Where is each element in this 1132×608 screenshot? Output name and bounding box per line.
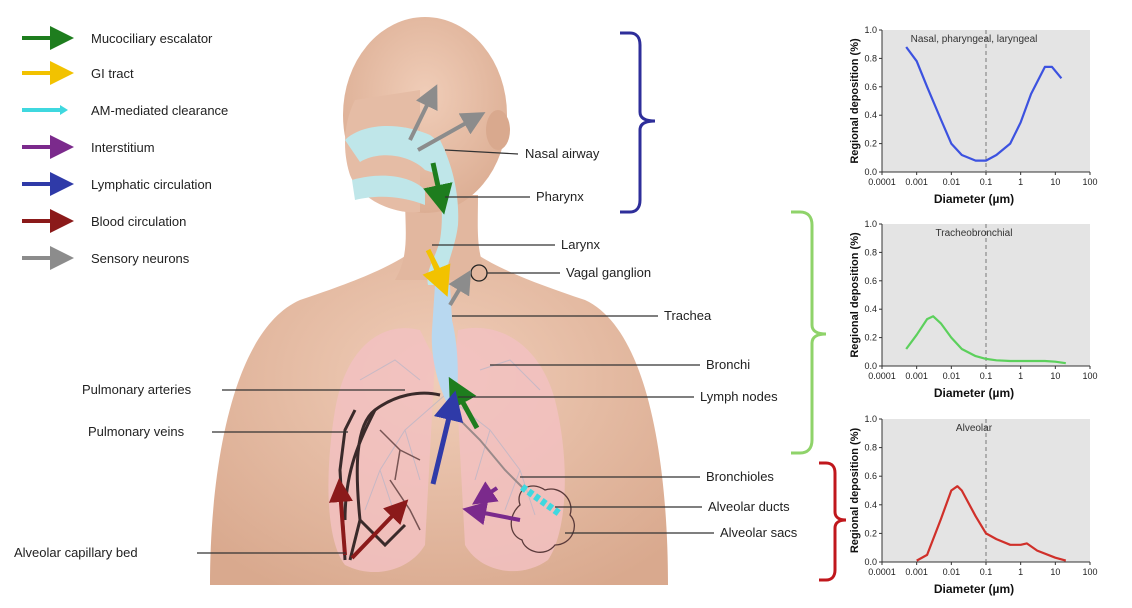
x-axis-label: Diameter (µm) xyxy=(934,582,1014,596)
x-axis-label: Diameter (µm) xyxy=(934,192,1014,206)
x-tick-label: 0.01 xyxy=(943,177,961,187)
label-nasal-airway: Nasal airway xyxy=(525,146,600,161)
x-tick-label: 10 xyxy=(1050,371,1060,381)
y-tick-label: 0.0 xyxy=(864,557,877,567)
deposition-chart-1: 0.0 0.2 0.4 0.6 0.8 1.0 0.0001 0.001 0.01 0.1 1 10 1… xyxy=(849,25,1098,206)
x-tick-label: 10 xyxy=(1050,177,1060,187)
y-tick-label: 0.4 xyxy=(864,110,877,120)
deposition-charts: 0.00.20.40.60.81.00.00010.0010.010.11101… xyxy=(849,25,1098,596)
legend-label: Blood circulation xyxy=(91,214,186,229)
y-tick-label: 0.6 xyxy=(864,471,877,481)
label-pulmonary-veins: Pulmonary veins xyxy=(88,424,185,439)
x-axis-label: Diameter (µm) xyxy=(934,386,1014,400)
x-tick-label: 1 xyxy=(1018,567,1023,577)
y-axis-label: Regional deposition (%) xyxy=(849,38,861,164)
bracket-tracheobronchial xyxy=(791,212,826,453)
x-tick-label: 0.0001 xyxy=(868,567,896,577)
y-tick-label: 0.2 xyxy=(864,139,877,149)
legend-item-lymphatic: Lymphatic circulation xyxy=(22,177,212,192)
label-bronchi: Bronchi xyxy=(706,357,750,372)
legend-label: AM-mediated clearance xyxy=(91,103,228,118)
x-tick-label: 0.0001 xyxy=(868,177,896,187)
x-tick-label: 100 xyxy=(1082,177,1097,187)
y-tick-label: 1.0 xyxy=(864,219,877,229)
y-tick-label: 0.2 xyxy=(864,528,877,538)
bracket-nasal xyxy=(620,33,655,212)
x-tick-label: 0.001 xyxy=(905,177,928,187)
y-tick-label: 1.0 xyxy=(864,414,877,424)
x-tick-label: 0.0001 xyxy=(868,371,896,381)
x-tick-label: 100 xyxy=(1082,371,1097,381)
legend-item-sensory: Sensory neurons xyxy=(22,251,190,266)
y-tick-label: 0.2 xyxy=(864,333,877,343)
x-tick-label: 100 xyxy=(1082,567,1097,577)
legend: Mucociliary escalator GI tract AM-mediat… xyxy=(22,31,228,266)
legend-label: Sensory neurons xyxy=(91,251,190,266)
human-figure xyxy=(210,17,668,585)
x-tick-label: 1 xyxy=(1018,371,1023,381)
legend-item-mucociliary: Mucociliary escalator xyxy=(22,31,213,46)
y-tick-label: 0.6 xyxy=(864,82,877,92)
y-tick-label: 1.0 xyxy=(864,25,877,35)
y-tick-label: 0.8 xyxy=(864,443,877,453)
label-larynx: Larynx xyxy=(561,237,601,252)
chart-title: Nasal, pharyngeal, laryngeal xyxy=(911,34,1038,45)
y-tick-label: 0.0 xyxy=(864,361,877,371)
deposition-chart-2: 0.0 0.2 0.4 0.6 0.8 1.0 0.0001 0.001 0.01 0.1 1 10 1… xyxy=(849,219,1098,400)
x-tick-label: 0.1 xyxy=(980,177,993,187)
x-tick-label: 0.01 xyxy=(943,567,961,577)
label-pulmonary-arteries: Pulmonary arteries xyxy=(82,382,192,397)
legend-label: GI tract xyxy=(91,66,134,81)
chart-title: Tracheobronchial xyxy=(936,228,1013,239)
label-lymph-nodes: Lymph nodes xyxy=(700,389,778,404)
deposition-chart-3: 0.0 0.2 0.4 0.6 0.8 1.0 0.0001 0.001 0.01 0.1 1 10 1… xyxy=(849,414,1098,596)
y-tick-label: 0.4 xyxy=(864,304,877,314)
label-alveolar-capillary-bed: Alveolar capillary bed xyxy=(14,545,138,560)
legend-item-blood: Blood circulation xyxy=(22,214,186,229)
legend-label: Mucociliary escalator xyxy=(91,31,213,46)
legend-label: Lymphatic circulation xyxy=(91,177,212,192)
label-alveolar-ducts: Alveolar ducts xyxy=(708,499,790,514)
y-tick-label: 0.8 xyxy=(864,53,877,63)
label-pharynx: Pharynx xyxy=(536,189,584,204)
legend-item-gi-tract: GI tract xyxy=(22,66,134,81)
x-tick-label: 0.1 xyxy=(980,371,993,381)
label-vagal-ganglion: Vagal ganglion xyxy=(566,265,651,280)
ear-shape xyxy=(486,110,510,150)
label-bronchioles: Bronchioles xyxy=(706,469,774,484)
bracket-alveolar xyxy=(819,463,846,580)
x-tick-label: 0.001 xyxy=(905,371,928,381)
x-tick-label: 0.01 xyxy=(943,371,961,381)
x-tick-label: 10 xyxy=(1050,567,1060,577)
legend-item-am-clearance: AM-mediated clearance xyxy=(22,103,228,118)
x-tick-label: 1 xyxy=(1018,177,1023,187)
y-tick-label: 0.4 xyxy=(864,500,877,510)
y-tick-label: 0.8 xyxy=(864,247,877,257)
x-tick-label: 0.001 xyxy=(905,567,928,577)
legend-label: Interstitium xyxy=(91,140,155,155)
y-axis-label: Regional deposition (%) xyxy=(849,428,861,554)
legend-item-interstitium: Interstitium xyxy=(22,140,155,155)
chart-title: Alveolar xyxy=(956,423,993,434)
y-tick-label: 0.6 xyxy=(864,276,877,286)
y-axis-label: Regional deposition (%) xyxy=(849,232,861,358)
x-tick-label: 0.1 xyxy=(980,567,993,577)
y-tick-label: 0.0 xyxy=(864,167,877,177)
label-alveolar-sacs: Alveolar sacs xyxy=(720,525,798,540)
label-trachea: Trachea xyxy=(664,308,712,323)
